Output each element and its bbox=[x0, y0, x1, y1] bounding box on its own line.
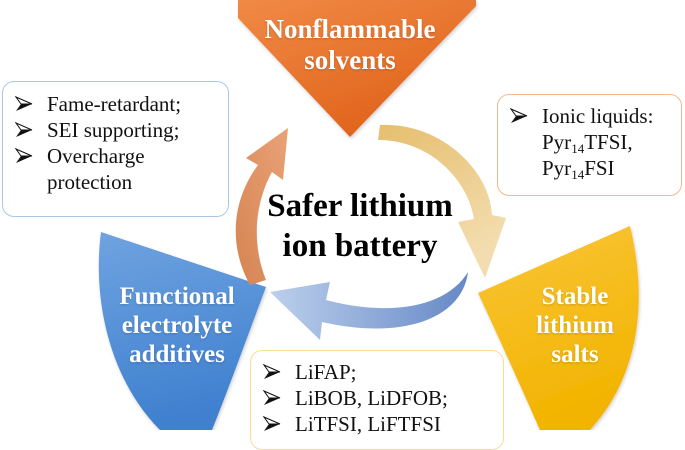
list-item: SEI supporting; bbox=[11, 117, 222, 143]
list-item: LiFAP; bbox=[259, 359, 497, 385]
center-title-line2: ion battery bbox=[282, 228, 438, 264]
additives-label-line2: electrolyte bbox=[121, 311, 233, 339]
salts-details-box: LiFAP; LiBOB, LiDFOB; LiTFSI, LiFTFSI bbox=[250, 350, 504, 450]
list-item-text: Ionic liquids: bbox=[542, 104, 654, 128]
arrow-bullet-icon bbox=[510, 108, 528, 123]
list-item: Fame-retardant; bbox=[11, 91, 222, 117]
solvents-label-line2: solvents bbox=[304, 45, 396, 76]
arrow-to-solvents bbox=[235, 128, 288, 285]
center-title-line1: Safer lithium bbox=[267, 188, 453, 224]
list-item-continuation: protection bbox=[47, 170, 133, 194]
solvents-label-line1: Nonflammable bbox=[264, 14, 436, 44]
list-item-text: Fame-retardant; bbox=[47, 92, 182, 116]
arrow-bullet-icon bbox=[15, 122, 33, 137]
additives-label: Functional electrolyte additives bbox=[104, 283, 250, 369]
list-item-text: LiBOB, LiDFOB; bbox=[295, 386, 448, 410]
arrow-bullet-icon bbox=[15, 148, 33, 163]
list-item-text: Overcharge bbox=[47, 144, 145, 168]
ionic-liquid-1: Pyr14TFSI, bbox=[542, 130, 633, 156]
additives-label-line1: Functional bbox=[119, 283, 235, 310]
additives-details-box: Fame-retardant; SEI supporting; Overchar… bbox=[2, 81, 229, 217]
arrow-to-additives bbox=[270, 272, 468, 340]
arrow-bullet-icon bbox=[263, 416, 281, 431]
solvents-details-box: Ionic liquids: Pyr14TFSI, Pyr14FSI bbox=[497, 94, 682, 196]
list-item: Ionic liquids: bbox=[506, 103, 675, 129]
salts-shape bbox=[478, 226, 639, 430]
center-title: Safer lithium ion battery bbox=[250, 186, 470, 266]
list-item: LiBOB, LiDFOB; bbox=[259, 385, 497, 411]
additives-shape bbox=[98, 232, 266, 430]
list-item: Overcharge bbox=[11, 143, 222, 169]
ionic-liquid-2: Pyr14FSI bbox=[542, 156, 615, 182]
arrow-bullet-icon bbox=[15, 96, 33, 111]
arrow-to-salts bbox=[378, 124, 506, 278]
solvents-shape bbox=[238, 0, 476, 137]
list-item: LiTFSI, LiFTFSI bbox=[259, 411, 497, 437]
solvents-label: Nonflammable solvents bbox=[250, 14, 450, 76]
salts-label-line2: lithium bbox=[536, 311, 614, 339]
list-item-text: LiTFSI, LiFTFSI bbox=[295, 412, 441, 436]
salts-label-line1: Stable bbox=[541, 283, 609, 310]
additives-label-line3: additives bbox=[129, 340, 225, 368]
arrow-bullet-icon bbox=[263, 364, 281, 379]
salts-label: Stable lithium salts bbox=[520, 283, 630, 369]
arrow-bullet-icon bbox=[263, 390, 281, 405]
list-item-text: SEI supporting; bbox=[47, 118, 180, 142]
diagram-canvas bbox=[98, 0, 639, 430]
list-item-text: LiFAP; bbox=[295, 360, 357, 384]
salts-label-line3: salts bbox=[551, 340, 599, 368]
